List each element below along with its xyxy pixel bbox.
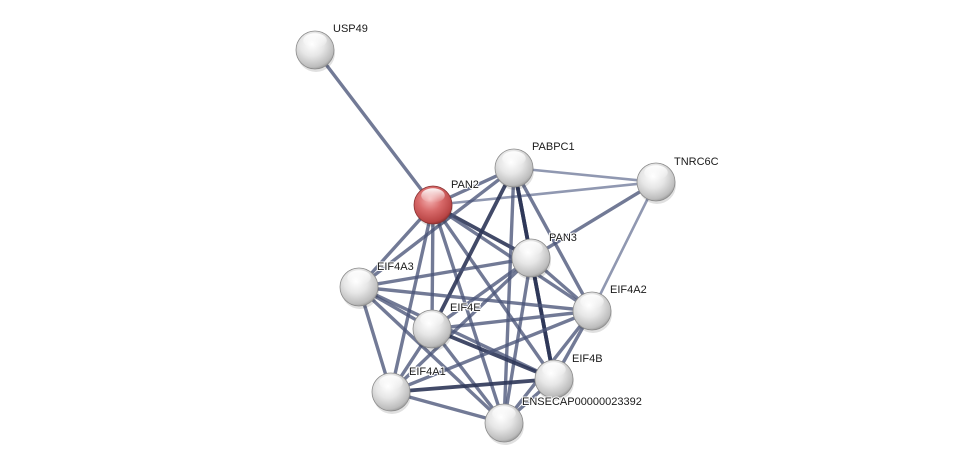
node-label-pan2: PAN2: [451, 179, 479, 191]
edge-eif4e-ensecap00000023392[interactable]: [430, 327, 506, 425]
edge-pabpc1-ensecap00000023392[interactable]: [502, 166, 516, 425]
edges-layer: [313, 48, 658, 425]
node-tnrc6c[interactable]: [636, 162, 676, 204]
node-highlight: [492, 406, 516, 421]
edge-eif4a1-ensecap00000023392[interactable]: [389, 390, 506, 425]
node-highlight: [421, 188, 445, 203]
node-usp49[interactable]: [295, 30, 335, 72]
edge-usp49-pan2[interactable]: [313, 48, 435, 207]
node-pabpc1[interactable]: [494, 148, 534, 190]
node-pan2[interactable]: [413, 185, 453, 227]
node-highlight: [542, 362, 566, 377]
node-pan3[interactable]: [511, 238, 551, 280]
edge-tnrc6c-eif4a2[interactable]: [590, 180, 658, 313]
node-highlight: [502, 151, 526, 166]
node-label-eif4a3: EIF4A3: [377, 261, 414, 273]
node-highlight: [420, 312, 444, 327]
edge-eif4a3-ensecap00000023392[interactable]: [357, 285, 506, 425]
node-label-eif4a2: EIF4A2: [610, 284, 647, 296]
edge-eif4e-eif4b[interactable]: [430, 327, 556, 381]
node-ensecap00000023392[interactable]: [484, 403, 524, 445]
node-highlight: [347, 270, 371, 285]
edge-eif4a3-eif4a2[interactable]: [357, 285, 594, 313]
edge-pan3-eif4a3[interactable]: [357, 256, 533, 289]
edge-pabpc1-eif4a2[interactable]: [512, 166, 594, 313]
node-eif4b[interactable]: [534, 359, 574, 401]
node-label-eif4b: EIF4B: [572, 353, 603, 365]
edge-tnrc6c-pan3[interactable]: [529, 180, 658, 260]
edge-pan2-ensecap00000023392[interactable]: [431, 203, 506, 425]
node-highlight: [303, 33, 327, 48]
node-eif4a3[interactable]: [339, 267, 379, 309]
edge-pan3-eif4b[interactable]: [529, 256, 556, 381]
node-highlight: [379, 375, 403, 390]
edge-eif4b-eif4a1[interactable]: [389, 377, 556, 394]
edge-pabpc1-tnrc6c[interactable]: [512, 166, 658, 184]
nodes-layer: [295, 30, 676, 445]
edge-pabpc1-eif4e[interactable]: [430, 166, 516, 331]
node-label-pabpc1: PABPC1: [532, 141, 575, 153]
edge-pan2-eif4e[interactable]: [430, 203, 435, 331]
node-highlight: [580, 294, 604, 309]
node-label-eif4a1: EIF4A1: [409, 366, 446, 378]
node-label-tnrc6c: TNRC6C: [674, 156, 719, 168]
node-label-ensecap00000023392: ENSECAP00000023392: [522, 396, 642, 408]
node-highlight: [644, 165, 668, 180]
node-eif4a2[interactable]: [572, 291, 612, 333]
node-highlight: [519, 241, 543, 256]
node-label-eif4e: EIF4E: [450, 302, 481, 314]
node-label-pan3: PAN3: [549, 232, 577, 244]
edge-eif4e-eif4a2[interactable]: [430, 309, 594, 331]
edge-pan3-eif4e[interactable]: [430, 256, 533, 331]
edge-eif4a2-eif4a1[interactable]: [389, 309, 594, 394]
edge-pabpc1-eif4a3[interactable]: [357, 166, 516, 289]
node-label-usp49: USP49: [333, 23, 368, 35]
node-eif4e[interactable]: [412, 309, 452, 351]
node-eif4a1[interactable]: [371, 372, 411, 414]
